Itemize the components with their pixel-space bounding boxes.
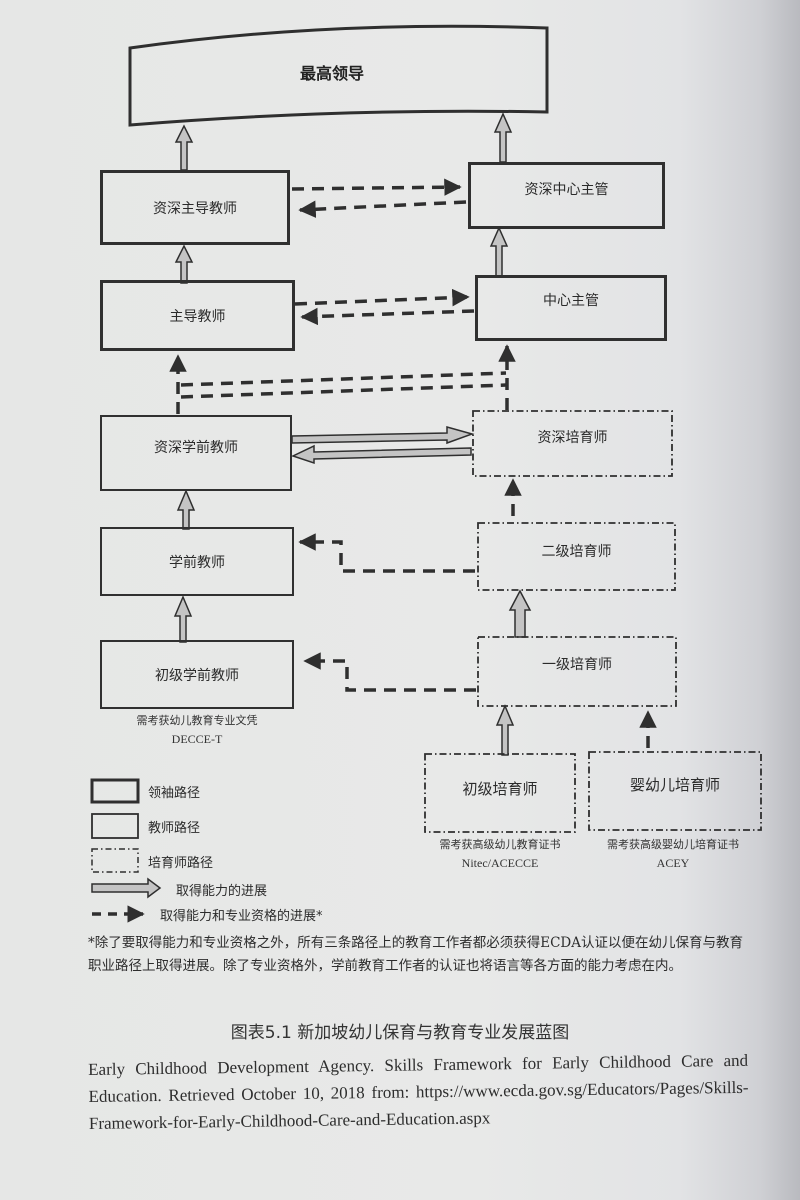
requirement-text: 需考获幼儿教育专业文凭: [136, 714, 258, 727]
box-label: 中心主管: [543, 293, 599, 309]
box-label: 学前教师: [169, 554, 225, 571]
box-preschool-teacher: 学前教师: [100, 527, 294, 596]
box-senior-centre-leader: 资深中心主管: [468, 162, 665, 229]
box-label: 婴幼儿培育师: [629, 776, 720, 794]
requirement-code: Nitec/ACECCE: [461, 856, 539, 870]
box-label: 资深中心主管: [524, 182, 609, 198]
box-beginning-preschool-teacher: 初级学前教师: [100, 640, 294, 709]
box-label: 一级培育师: [542, 657, 612, 673]
requirement-text: 需考获高级婴幼儿培育证书: [607, 838, 739, 851]
box-senior-educarer: 资深培育师: [473, 411, 672, 476]
box-centre-leader: 中心主管: [475, 275, 667, 341]
legend-competency-qualification-progression: 取得能力和专业资格的进展*: [160, 909, 323, 924]
box-infant-educarer: 婴幼儿培育师: [589, 752, 761, 830]
beginning-educarer-requirement-note: 需考获高级幼儿教育证书 Nitec/ACECCE: [418, 836, 582, 872]
box-lead-teacher: 主导教师: [100, 280, 295, 351]
figure-caption: 图表5.1 新加坡幼儿保育与教育专业发展蓝图: [230, 1023, 570, 1043]
requirement-text: 需考获高级幼儿教育证书: [439, 838, 561, 851]
top-leadership-label: 最高领导: [300, 64, 365, 83]
box-educarer-1: 一级培育师: [478, 637, 676, 706]
requirement-code: ACEY: [656, 856, 690, 870]
legend-leadership-path: 领袖路径: [148, 786, 201, 801]
box-label: 初级学前教师: [155, 667, 239, 684]
box-label: 二级培育师: [541, 544, 612, 560]
requirement-code: DECCE-T: [171, 732, 223, 746]
legend-teacher-path: 教师路径: [148, 821, 201, 836]
box-label: 主导教师: [169, 308, 226, 325]
box-label: 资深培育师: [537, 430, 608, 446]
infant-educarer-requirement-note: 需考获高级婴幼儿培育证书 ACEY: [578, 836, 768, 872]
legend-competency-progression: 取得能力的进展: [176, 884, 268, 899]
box-educarer-2: 二级培育师: [478, 523, 675, 590]
solid-arrows: [173, 112, 532, 756]
box-senior-preschool-teacher: 资深学前教师: [100, 415, 292, 491]
box-label: 资深学前教师: [154, 440, 238, 456]
box-beginning-educarer: 初级培育师: [425, 754, 575, 832]
top-leader-box-outline: [128, 24, 549, 127]
teacher-requirement-note: 需考获幼儿教育专业文凭 DECCE-T: [100, 712, 294, 748]
legend-graphics: [90, 778, 162, 923]
dashed-arrows: [169, 178, 657, 748]
box-label: 初级培育师: [462, 780, 538, 798]
box-senior-lead-teacher: 资深主导教师: [100, 170, 290, 245]
legend-educarer-path: 培育师路径: [148, 856, 214, 871]
box-label: 资深主导教师: [153, 200, 237, 217]
footnote: *除了要取得能力和专业资格之外，所有三条路径上的教育工作者都必须获得ECDA认证…: [88, 935, 744, 974]
educarer-box-outlines: [424, 410, 762, 833]
source-citation: Early Childhood Development Agency. Skil…: [88, 1050, 749, 1133]
